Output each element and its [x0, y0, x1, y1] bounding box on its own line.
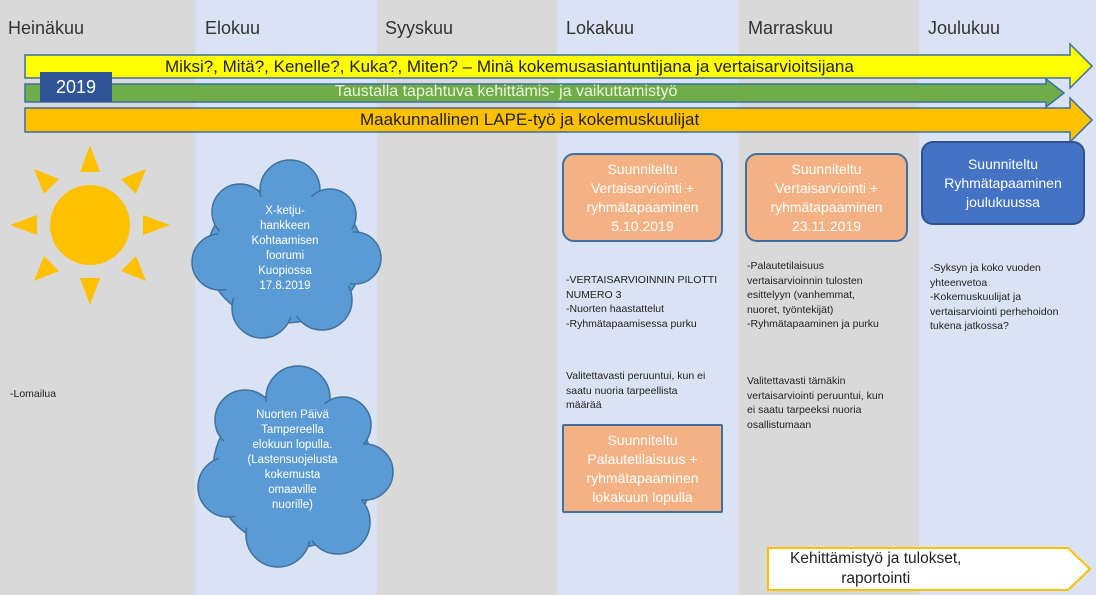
- month-heading-lokakuu: Lokakuu: [566, 18, 635, 38]
- orange-arrow: [24, 96, 1094, 144]
- orange-arrow-label: Maakunnallinen LAPE-työ ja kokemuskuulij…: [360, 110, 700, 129]
- year-badge: 2019: [40, 72, 112, 102]
- note-heinakuu: -Lomailua: [10, 388, 57, 400]
- yellow-arrow-label: Miksi?, Mitä?, Kenelle?, Kuka?, Miten? –…: [165, 57, 854, 76]
- note-marraskuu-cancelled: Valitettavasti tämäkin vertaisarviointi …: [747, 375, 884, 431]
- month-heading-heinakuu: Heinäkuu: [8, 18, 85, 38]
- event-box-marraskuu-23-11: Suunniteltu Vertaisarviointi + ryhmätapa…: [745, 153, 908, 242]
- month-heading-joulukuu: Joulukuu: [928, 18, 1001, 38]
- event-box-joulukuu: Suunniteltu Ryhmätapaaminen joulukuussa: [921, 141, 1085, 225]
- green-arrow: [24, 77, 1066, 109]
- yellow-arrow: [24, 42, 1094, 90]
- month-heading-elokuu: Elokuu: [205, 18, 261, 38]
- event-box-lokakuu-5-10-label: Suunniteltu Vertaisarviointi + ryhmätapa…: [586, 160, 699, 234]
- note-lokakuu-cancelled: Valitettavasti peruuntui, kun ei saatu n…: [566, 370, 706, 411]
- cloud-text-kuopio: X-ketju- hankkeen Kohtaamisen foorumi Ku…: [251, 205, 319, 292]
- note-marraskuu-feedback: -Palautetilaisuus vertaisarvioinnin tulo…: [747, 260, 879, 330]
- note-joulukuu-summary: -Syksyn ja koko vuoden yhteenvetoa -Koke…: [930, 262, 1059, 332]
- bottom-arrow-label: Kehittämistyö ja tulokset, raportointi: [790, 550, 962, 587]
- note-lokakuu-pilot: -VERTAISARVIOINNIN PILOTTI NUMERO 3 -Nuo…: [566, 274, 718, 330]
- bottom-white-arrow: [767, 547, 1092, 591]
- event-box-joulukuu-label: Suunniteltu Ryhmätapaaminen joulukuussa: [944, 155, 1062, 210]
- green-arrow-label: Taustalla tapahtuva kehittämis- ja vaiku…: [335, 83, 678, 100]
- event-box-marraskuu-23-11-label: Suunniteltu Vertaisarviointi + ryhmätapa…: [770, 160, 883, 234]
- month-heading-marraskuu: Marraskuu: [748, 18, 834, 38]
- cloud-text-tampere: Nuorten Päivä Tampereella elokuun lopull…: [247, 409, 338, 511]
- month-heading-syyskuu: Syyskuu: [385, 18, 454, 38]
- event-box-lokakuu-5-10: Suunniteltu Vertaisarviointi + ryhmätapa…: [562, 153, 723, 242]
- event-box-lokakuu-end: Suunniteltu Palautetilaisuus + ryhmätapa…: [562, 424, 723, 513]
- sun-icon: [10, 145, 170, 305]
- event-box-lokakuu-end-label: Suunniteltu Palautetilaisuus + ryhmätapa…: [586, 431, 699, 505]
- year-label: 2019: [55, 76, 97, 97]
